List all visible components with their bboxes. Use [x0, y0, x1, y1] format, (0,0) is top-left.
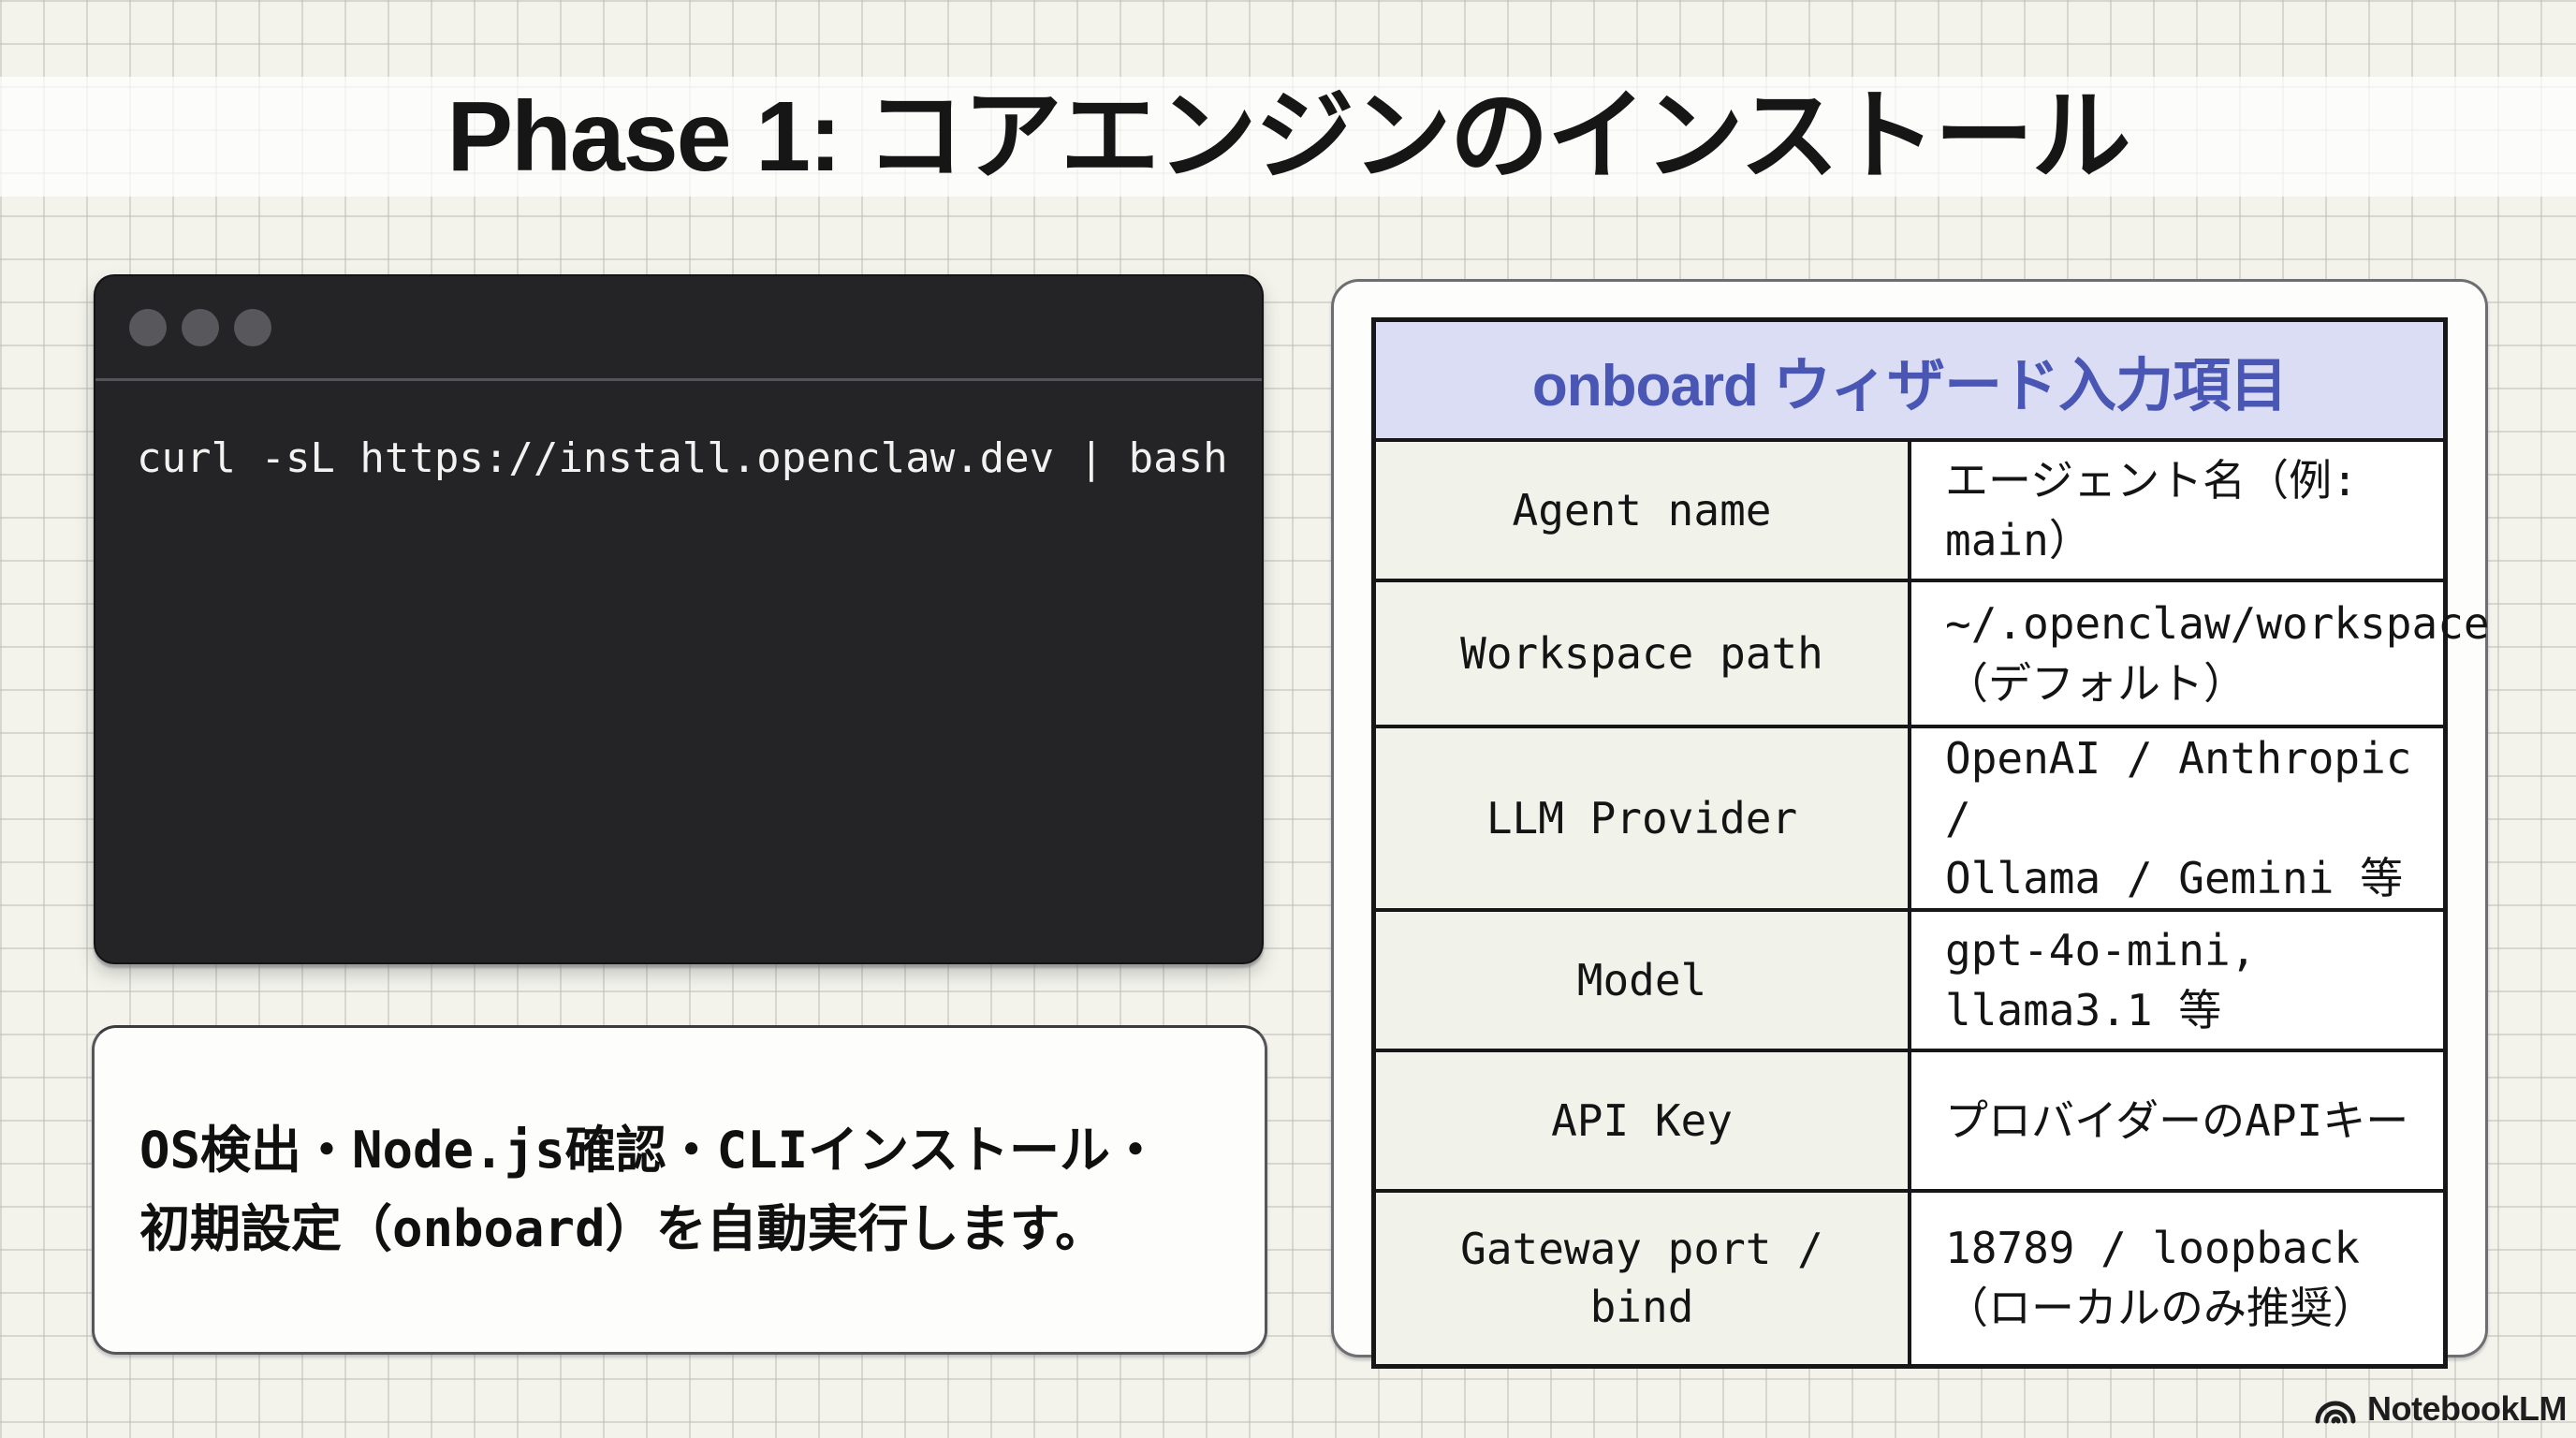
row-label: Gateway port / bind	[1371, 1188, 1911, 1369]
table-row-gateway-port-bind: Gateway port / bind 18789 / loopback （ロー…	[1371, 1188, 2448, 1369]
row-value: エージェント名（例: main）	[1908, 437, 2448, 582]
row-value: OpenAI / Anthropic / Ollama / Gemini 等	[1908, 724, 2448, 912]
install-command: curl -sL https://install.openclaw.dev | …	[137, 434, 1228, 482]
terminal-titlebar	[95, 276, 1262, 381]
row-value: ~/.openclaw/workspace （デフォルト）	[1908, 578, 2490, 728]
install-note-text: OS検出・Node.js確認・CLIインストール・ 初期設定（onboard）を…	[139, 1121, 1162, 1258]
table-row-agent-name: Agent name エージェント名（例: main）	[1371, 437, 2448, 582]
table-title: onboard ウィザード入力項目	[1371, 317, 2448, 442]
table-row-workspace-path: Workspace path ~/.openclaw/workspace （デフ…	[1371, 578, 2490, 728]
install-note-box: OS検出・Node.js確認・CLIインストール・ 初期設定（onboard）を…	[92, 1025, 1267, 1355]
table-row-llm-provider: LLM Provider OpenAI / Anthropic / Ollama…	[1371, 724, 2448, 912]
wizard-input-table: onboard ウィザード入力項目 Agent name エージェント名（例: …	[1371, 317, 2490, 1369]
row-label: Model	[1371, 907, 1911, 1052]
brand-watermark: NotebookLM	[2313, 1389, 2567, 1429]
row-label: Workspace path	[1371, 578, 1911, 728]
notebooklm-wave-icon	[2315, 1401, 2356, 1424]
row-label: LLM Provider	[1371, 724, 1911, 912]
slide-title: Phase 1: コアエンジンのインストール	[446, 81, 2130, 192]
terminal-window: curl -sL https://install.openclaw.dev | …	[94, 274, 1264, 964]
row-value: gpt-4o-mini, llama3.1 等	[1908, 907, 2448, 1052]
wizard-card: onboard ウィザード入力項目 Agent name エージェント名（例: …	[1331, 279, 2490, 1369]
row-label: API Key	[1371, 1048, 1911, 1193]
brand-name: NotebookLM	[2367, 1389, 2567, 1428]
title-highlight-band	[0, 77, 2576, 197]
table-header-row: onboard ウィザード入力項目	[1371, 317, 2448, 442]
table-row-model: Model gpt-4o-mini, llama3.1 等	[1371, 907, 2448, 1052]
row-label: Agent name	[1371, 437, 1911, 582]
window-zoom-dot-icon	[234, 308, 271, 346]
terminal-body: curl -sL https://install.openclaw.dev | …	[95, 381, 1262, 484]
window-close-dot-icon	[129, 308, 167, 346]
table-row-api-key: API Key プロバイダーのAPIキー	[1371, 1048, 2448, 1193]
row-value: プロバイダーのAPIキー	[1908, 1048, 2448, 1193]
window-minimize-dot-icon	[182, 308, 219, 346]
row-value: 18789 / loopback （ローカルのみ推奨）	[1908, 1188, 2448, 1369]
